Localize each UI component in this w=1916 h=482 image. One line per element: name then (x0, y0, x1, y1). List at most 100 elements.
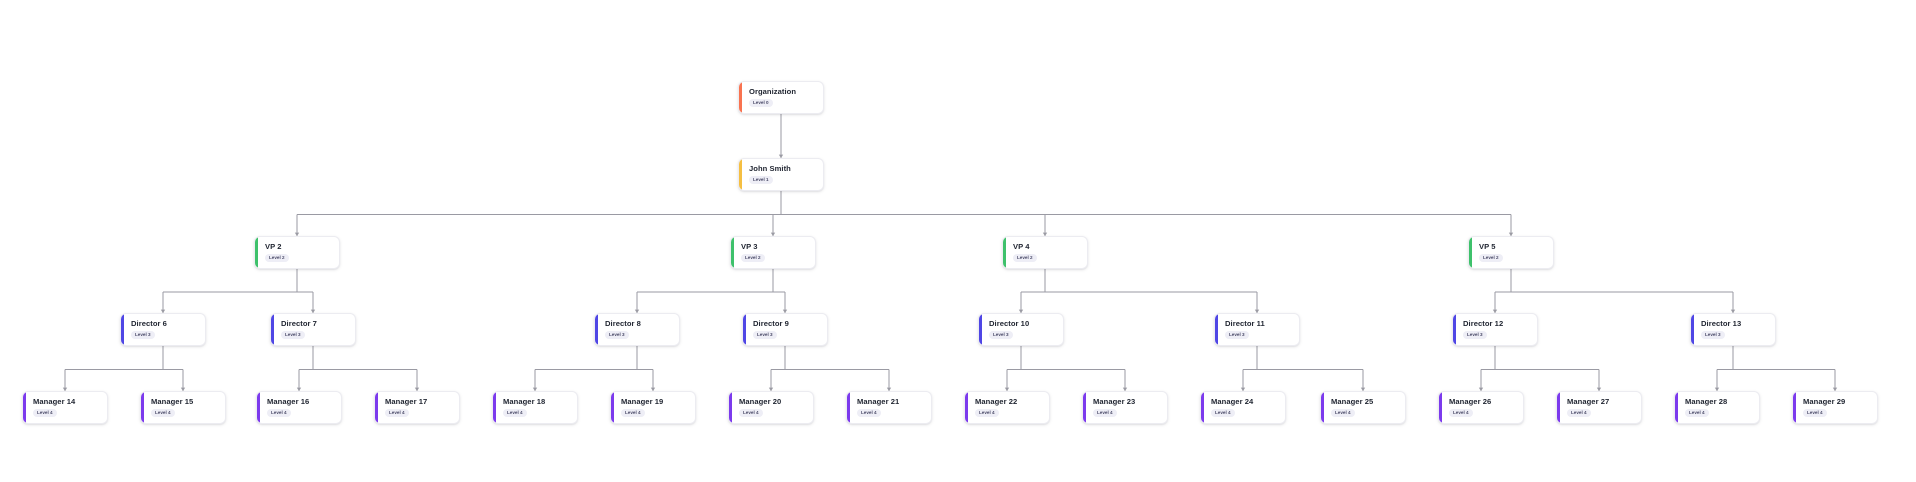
node-accent-bar (23, 392, 26, 423)
node-title: Director 10 (989, 318, 1030, 328)
node-accent-bar (375, 392, 378, 423)
node-level-badge: Level 4 (1211, 409, 1235, 418)
node-title: Director 8 (605, 318, 641, 328)
node-level-badge: Level 4 (857, 409, 881, 418)
org-node-n13[interactable]: Director 13 Level 3 (1690, 313, 1776, 346)
org-node-n5[interactable]: VP 5 Level 2 (1468, 236, 1554, 269)
node-title: Manager 18 (503, 396, 546, 406)
org-node-n7[interactable]: Director 7 Level 3 (270, 313, 356, 346)
node-title: Manager 21 (857, 396, 900, 406)
node-accent-bar (141, 392, 144, 423)
org-node-n27[interactable]: Manager 27 Level 4 (1556, 391, 1642, 424)
node-title: Manager 24 (1211, 396, 1254, 406)
node-level-badge: Level 0 (749, 99, 773, 108)
node-accent-bar (965, 392, 968, 423)
node-accent-bar (121, 314, 124, 345)
node-accent-bar (1453, 314, 1456, 345)
node-accent-bar (1439, 392, 1442, 423)
node-level-badge: Level 4 (1093, 409, 1117, 418)
node-level-badge: Level 4 (385, 409, 409, 418)
node-accent-bar (1215, 314, 1218, 345)
node-level-badge: Level 2 (741, 254, 765, 263)
org-node-n10[interactable]: Director 10 Level 3 (978, 313, 1064, 346)
node-title: Manager 29 (1803, 396, 1846, 406)
node-level-badge: Level 4 (975, 409, 999, 418)
node-title: Director 12 (1463, 318, 1504, 328)
org-node-n8[interactable]: Director 8 Level 3 (594, 313, 680, 346)
node-level-badge: Level 1 (749, 176, 773, 185)
node-title: Director 6 (131, 318, 167, 328)
org-node-n17[interactable]: Manager 17 Level 4 (374, 391, 460, 424)
node-accent-bar (847, 392, 850, 423)
node-accent-bar (1201, 392, 1204, 423)
node-accent-bar (743, 314, 746, 345)
node-accent-bar (1557, 392, 1560, 423)
org-node-n22[interactable]: Manager 22 Level 4 (964, 391, 1050, 424)
node-accent-bar (739, 159, 742, 190)
node-title: VP 4 (1013, 241, 1030, 251)
node-level-badge: Level 3 (281, 331, 305, 340)
node-accent-bar (1793, 392, 1796, 423)
org-node-n23[interactable]: Manager 23 Level 4 (1082, 391, 1168, 424)
node-level-badge: Level 2 (1479, 254, 1503, 263)
node-level-badge: Level 3 (1463, 331, 1487, 340)
org-node-n18[interactable]: Manager 18 Level 4 (492, 391, 578, 424)
node-accent-bar (1675, 392, 1678, 423)
org-node-n24[interactable]: Manager 24 Level 4 (1200, 391, 1286, 424)
node-title: Director 7 (281, 318, 317, 328)
node-level-badge: Level 3 (605, 331, 629, 340)
node-title: Manager 26 (1449, 396, 1492, 406)
node-level-badge: Level 3 (1701, 331, 1725, 340)
node-level-badge: Level 4 (1567, 409, 1591, 418)
node-title: Manager 17 (385, 396, 428, 406)
node-title: Manager 22 (975, 396, 1018, 406)
node-title: VP 3 (741, 241, 758, 251)
node-title: VP 2 (265, 241, 282, 251)
node-level-badge: Level 2 (265, 254, 289, 263)
node-accent-bar (979, 314, 982, 345)
node-accent-bar (1003, 237, 1006, 268)
node-level-badge: Level 4 (1685, 409, 1709, 418)
node-accent-bar (739, 82, 742, 113)
node-level-badge: Level 4 (1331, 409, 1355, 418)
node-level-badge: Level 4 (503, 409, 527, 418)
org-node-n12[interactable]: Director 12 Level 3 (1452, 313, 1538, 346)
node-accent-bar (255, 237, 258, 268)
node-accent-bar (493, 392, 496, 423)
node-accent-bar (1691, 314, 1694, 345)
node-accent-bar (271, 314, 274, 345)
node-title: Manager 15 (151, 396, 194, 406)
org-node-n3[interactable]: VP 3 Level 2 (730, 236, 816, 269)
node-title: VP 5 (1479, 241, 1496, 251)
node-accent-bar (1321, 392, 1324, 423)
node-title: Director 11 (1225, 318, 1265, 328)
org-node-n2[interactable]: VP 2 Level 2 (254, 236, 340, 269)
node-level-badge: Level 4 (621, 409, 645, 418)
node-level-badge: Level 4 (1449, 409, 1473, 418)
node-title: Manager 23 (1093, 396, 1136, 406)
node-accent-bar (1083, 392, 1086, 423)
node-title: Manager 16 (267, 396, 310, 406)
node-level-badge: Level 3 (989, 331, 1013, 340)
node-title: Director 13 (1701, 318, 1742, 328)
org-node-n21[interactable]: Manager 21 Level 4 (846, 391, 932, 424)
org-node-n26[interactable]: Manager 26 Level 4 (1438, 391, 1524, 424)
node-title: Manager 27 (1567, 396, 1610, 406)
node-level-badge: Level 4 (33, 409, 57, 418)
